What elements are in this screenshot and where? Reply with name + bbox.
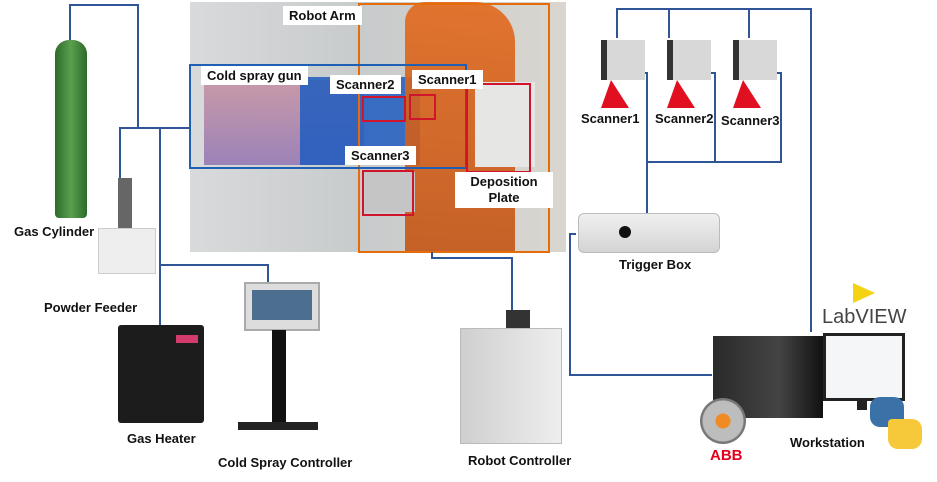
- robot-arm-box: [358, 3, 550, 253]
- scanner3-label: Scanner3: [721, 113, 780, 128]
- cold-spray-gun-label: Cold spray gun: [201, 66, 308, 85]
- scanner2-icon: [667, 40, 711, 80]
- scanner1-photo-label: Scanner1: [412, 70, 483, 89]
- robot-arm-label: Robot Arm: [283, 6, 362, 25]
- labview-logo: LabVIEW: [822, 306, 907, 328]
- deposition-plate-label: Deposition Plate: [455, 172, 553, 208]
- monitor-icon: [823, 333, 905, 401]
- powder-feeder-icon: [96, 178, 156, 274]
- gas-heater-icon: [118, 325, 204, 423]
- robot-cell-photo: [190, 2, 566, 252]
- scanner3-photo-label: Scanner3: [345, 146, 416, 165]
- scanner1-laser-icon: [601, 80, 629, 108]
- scanner2-photo-label: Scanner2: [330, 75, 401, 94]
- cold-spray-controller-label: Cold Spray Controller: [218, 455, 353, 470]
- scanner2-laser-icon: [667, 80, 695, 108]
- robot-controller-label: Robot Controller: [468, 453, 572, 468]
- trigger-box-icon: [578, 213, 720, 253]
- gas-cylinder-label: Gas Cylinder: [14, 224, 95, 239]
- robot-controller-icon: [460, 310, 562, 444]
- python-logo-icon: [866, 393, 926, 453]
- labview-arrow-icon: [853, 283, 875, 303]
- workstation-label: Workstation: [790, 435, 865, 450]
- scanner3-icon: [733, 40, 777, 80]
- gas-cylinder-icon: [55, 40, 87, 218]
- scanner2-label: Scanner2: [655, 111, 714, 126]
- scanner3-box: [362, 170, 414, 216]
- abb-robotstudio-icon: [700, 398, 746, 444]
- scanner1-label: Scanner1: [581, 111, 640, 126]
- scanner1-icon: [601, 40, 645, 80]
- abb-logo: ABB: [710, 447, 743, 464]
- cold-spray-controller-icon: [236, 282, 322, 442]
- powder-feeder-label: Powder Feeder: [44, 300, 138, 315]
- scanner2-box: [362, 96, 406, 122]
- scanner1-box: [409, 94, 436, 120]
- scanner3-laser-icon: [733, 80, 761, 108]
- trigger-box-label: Trigger Box: [619, 257, 692, 272]
- gas-heater-label: Gas Heater: [127, 431, 196, 446]
